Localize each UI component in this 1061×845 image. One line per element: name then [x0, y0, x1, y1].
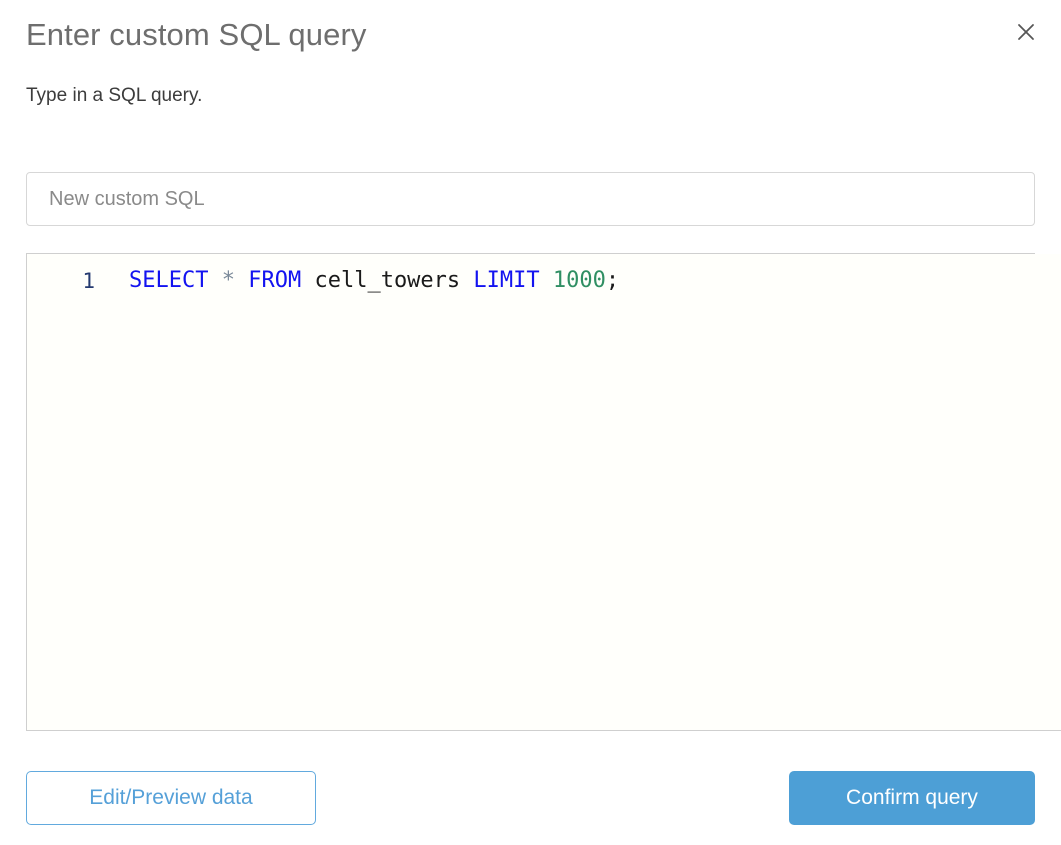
dialog-subtitle: Type in a SQL query. — [26, 85, 203, 106]
sql-token-keyword-from: FROM — [248, 268, 302, 293]
sql-token-keyword-select: SELECT — [129, 268, 209, 293]
code-line: 1 SELECT * FROM cell_towers LIMIT 1000; — [27, 264, 619, 298]
sql-token-semicolon: ; — [605, 268, 620, 293]
confirm-query-button[interactable]: Confirm query — [789, 771, 1035, 825]
line-number-gutter: 1 — [82, 269, 95, 293]
code-text: SELECT * FROM cell_towers LIMIT 1000; — [95, 264, 619, 298]
sql-editor-right-fill — [1034, 254, 1061, 730]
edit-preview-data-button[interactable]: Edit/Preview data — [26, 771, 316, 825]
sql-token-space-5 — [540, 268, 553, 293]
sql-token-keyword-limit: LIMIT — [473, 268, 540, 293]
sql-name-input[interactable] — [26, 172, 1035, 226]
sql-token-space-2 — [235, 268, 248, 293]
dialog-header: Enter custom SQL query — [0, 0, 1061, 72]
close-button[interactable] — [1011, 17, 1041, 47]
sql-token-space-4 — [460, 268, 473, 293]
sql-token-space-1 — [208, 268, 221, 293]
sql-token-table-name: cell_towers — [314, 268, 461, 293]
sql-code-editor[interactable]: 1 SELECT * FROM cell_towers LIMIT 1000; — [26, 253, 1035, 731]
sql-token-number-limit-value: 1000 — [552, 268, 606, 293]
sql-token-operator-star: * — [221, 268, 235, 293]
sql-editor-bottom-border — [26, 730, 1061, 731]
sql-token-space-3 — [301, 268, 314, 293]
page-title: Enter custom SQL query — [26, 17, 367, 52]
close-icon — [1016, 22, 1036, 42]
